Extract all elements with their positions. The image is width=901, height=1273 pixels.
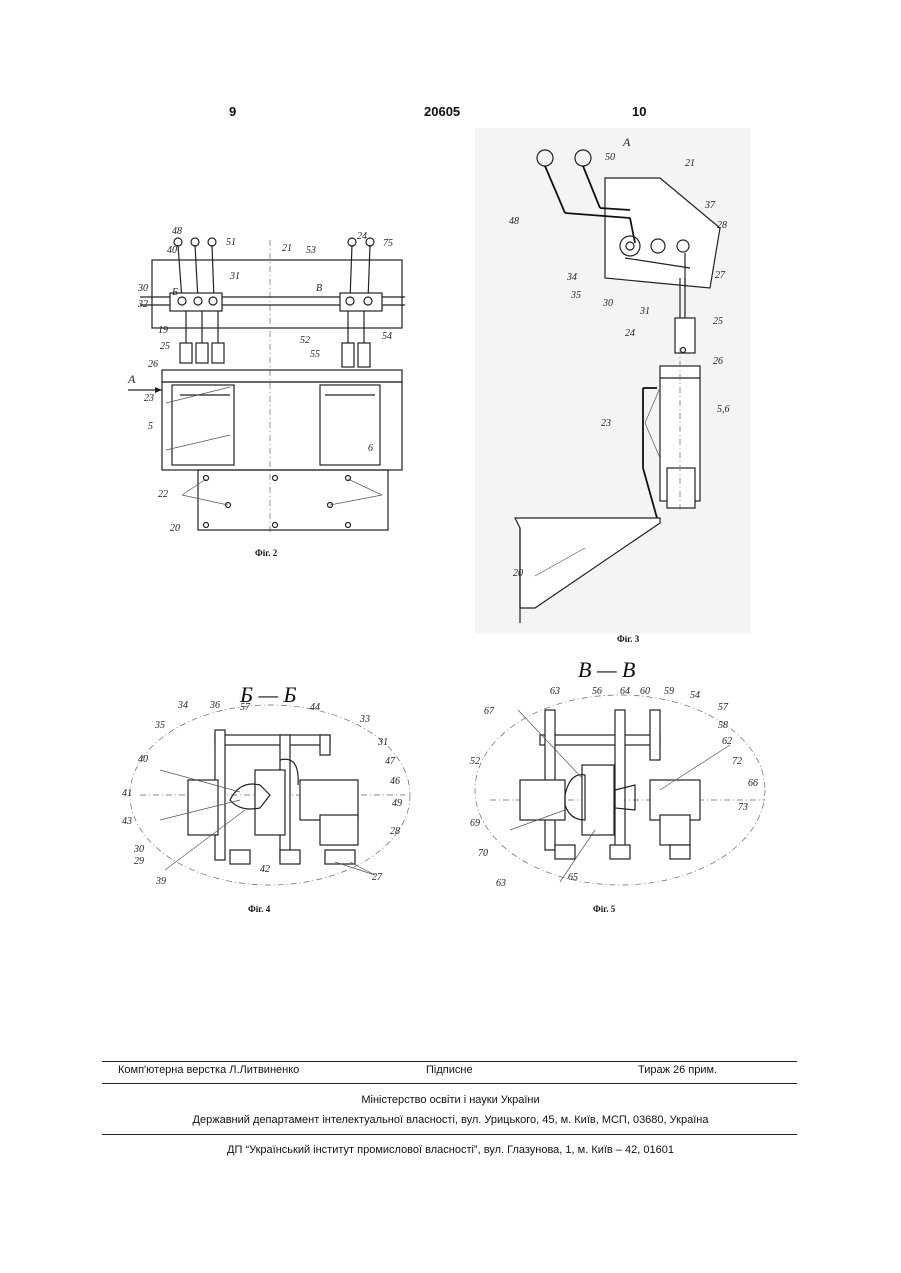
fig5-callout-56: 56 (592, 686, 602, 697)
fig2-callout-32: 32 (137, 299, 148, 310)
fig4-callout-29: 29 (134, 856, 144, 867)
fig4-callout-36: 36 (209, 700, 220, 711)
fig5-callout-69: 69 (470, 818, 480, 829)
figure-2-drawing: 48 40 51 21 53 24 75 30 32 Б 31 В 19 25 … (120, 225, 410, 545)
fig3-callout-27: 27 (715, 270, 726, 281)
fig4-callout-34: 34 (177, 700, 188, 711)
fig2-callout-b-left: Б (171, 287, 178, 298)
fig2-callout-53: 53 (306, 245, 316, 256)
fig5-callout-59: 59 (664, 686, 674, 697)
fig2-callout-20: 20 (170, 523, 180, 534)
fig3-callout-31: 31 (639, 306, 650, 317)
fig2-callout-24: 24 (357, 231, 367, 242)
footer-rule-bottom (102, 1134, 797, 1135)
footer-layout-credit: Комп'ютерна верстка Л.Литвиненко (118, 1064, 299, 1076)
figure-4-caption: Фіг. 4 (248, 904, 270, 914)
fig4-callout-39: 39 (155, 876, 166, 887)
fig2-callout-31: 31 (229, 271, 240, 282)
fig2-callout-19: 19 (158, 325, 168, 336)
fig5-callout-72: 72 (732, 756, 742, 767)
figure-3-drawing: А 50 21 48 37 28 34 27 35 30 31 24 25 26… (475, 128, 755, 638)
fig2-callout-25: 25 (160, 341, 170, 352)
fig5-callout-73: 73 (738, 802, 748, 813)
fig2-callout-51: 51 (226, 237, 236, 248)
fig5-callout-60: 60 (640, 686, 650, 697)
footer-circulation: Тираж 26 прим. (638, 1064, 717, 1076)
fig3-callout-34: 34 (566, 272, 577, 283)
fig4-callout-44: 44 (310, 702, 320, 713)
fig3-callout-5-6: 5,6 (717, 404, 730, 415)
fig2-callout-5: 5 (148, 421, 153, 432)
fig2-callout-40: 40 (167, 245, 177, 256)
fig4-callout-47: 47 (385, 756, 396, 767)
fig2-callout-6: 6 (368, 443, 373, 454)
fig4-callout-57: 57 (240, 702, 251, 713)
fig2-callout-v-left: В (316, 283, 322, 294)
figure-2-caption: Фіг. 2 (255, 548, 277, 558)
fig5-callout-54: 54 (690, 690, 700, 701)
fig5-callout-66: 66 (748, 778, 758, 789)
fig3-callout-23: 23 (601, 418, 611, 429)
fig3-callout-21: 21 (685, 158, 695, 169)
fig2-callout-21: 21 (282, 243, 292, 254)
fig2-callout-52: 52 (300, 335, 310, 346)
fig3-callout-28: 28 (717, 220, 727, 231)
footer-rule-top (102, 1061, 797, 1062)
fig2-callout-54: 54 (382, 331, 392, 342)
fig3-callout-25: 25 (713, 316, 723, 327)
fig4-callout-46: 46 (390, 776, 400, 787)
fig4-callout-28: 28 (390, 826, 400, 837)
patent-number: 20605 (424, 104, 460, 119)
fig2-callout-48: 48 (172, 226, 182, 237)
footer-ministry: Міністерство освіти і науки України (0, 1094, 901, 1106)
fig4-callout-33: 33 (359, 714, 370, 725)
page-number-right: 10 (632, 104, 646, 119)
fig5-callout-70: 70 (478, 848, 488, 859)
figure-5-drawing: 63 56 64 60 59 54 67 57 58 52 62 72 66 6… (470, 680, 770, 890)
fig3-callout-35: 35 (570, 290, 581, 301)
figure-3-caption: Фіг. 3 (617, 634, 639, 644)
fig5-callout-52: 52 (470, 756, 480, 767)
fig5-callout-63-bottom: 63 (496, 878, 506, 889)
fig5-callout-67: 67 (484, 706, 495, 717)
footer-institute: ДП “Український інститут промислової вла… (0, 1144, 901, 1156)
fig4-callout-31: 31 (377, 737, 388, 748)
fig5-callout-65: 65 (568, 872, 578, 883)
fig4-callout-35: 35 (154, 720, 165, 731)
fig4-callout-42: 42 (260, 864, 270, 875)
fig4-callout-30: 30 (133, 844, 144, 855)
fig3-callout-48: 48 (509, 216, 519, 227)
fig4-callout-41: 41 (122, 788, 132, 799)
fig5-callout-63-top: 63 (550, 686, 560, 697)
fig3-view-label: А (622, 135, 631, 149)
fig3-callout-20: 20 (513, 568, 523, 579)
page-number-left: 9 (229, 104, 236, 119)
fig5-callout-58: 58 (718, 720, 728, 731)
fig2-callout-30: 30 (137, 283, 148, 294)
fig4-callout-43: 43 (122, 816, 132, 827)
footer-signed: Підписне (426, 1064, 473, 1076)
fig2-callout-26: 26 (148, 359, 158, 370)
fig5-callout-57: 57 (718, 702, 729, 713)
fig4-callout-40: 40 (138, 754, 148, 765)
fig3-callout-50: 50 (605, 152, 615, 163)
fig2-callout-22: 22 (158, 489, 168, 500)
fig5-callout-64: 64 (620, 686, 630, 697)
fig2-callout-75: 75 (383, 238, 393, 249)
fig2-view-arrow-a: А (127, 372, 136, 386)
fig5-callout-62: 62 (722, 736, 732, 747)
fig3-callout-24: 24 (625, 328, 635, 339)
figure-4-drawing: 34 36 57 44 33 35 31 40 47 46 41 49 43 3… (120, 700, 410, 890)
fig4-callout-49: 49 (392, 798, 402, 809)
fig2-callout-23: 23 (144, 393, 154, 404)
fig3-callout-30: 30 (602, 298, 613, 309)
fig2-callout-55: 55 (310, 349, 320, 360)
figure-5-caption: Фіг. 5 (593, 904, 615, 914)
fig4-callout-27: 27 (372, 872, 383, 883)
fig3-callout-37: 37 (704, 200, 716, 211)
footer-rule-middle (102, 1083, 797, 1084)
footer-department: Державний департамент інтелектуальної вл… (0, 1114, 901, 1126)
fig3-callout-26: 26 (713, 356, 723, 367)
